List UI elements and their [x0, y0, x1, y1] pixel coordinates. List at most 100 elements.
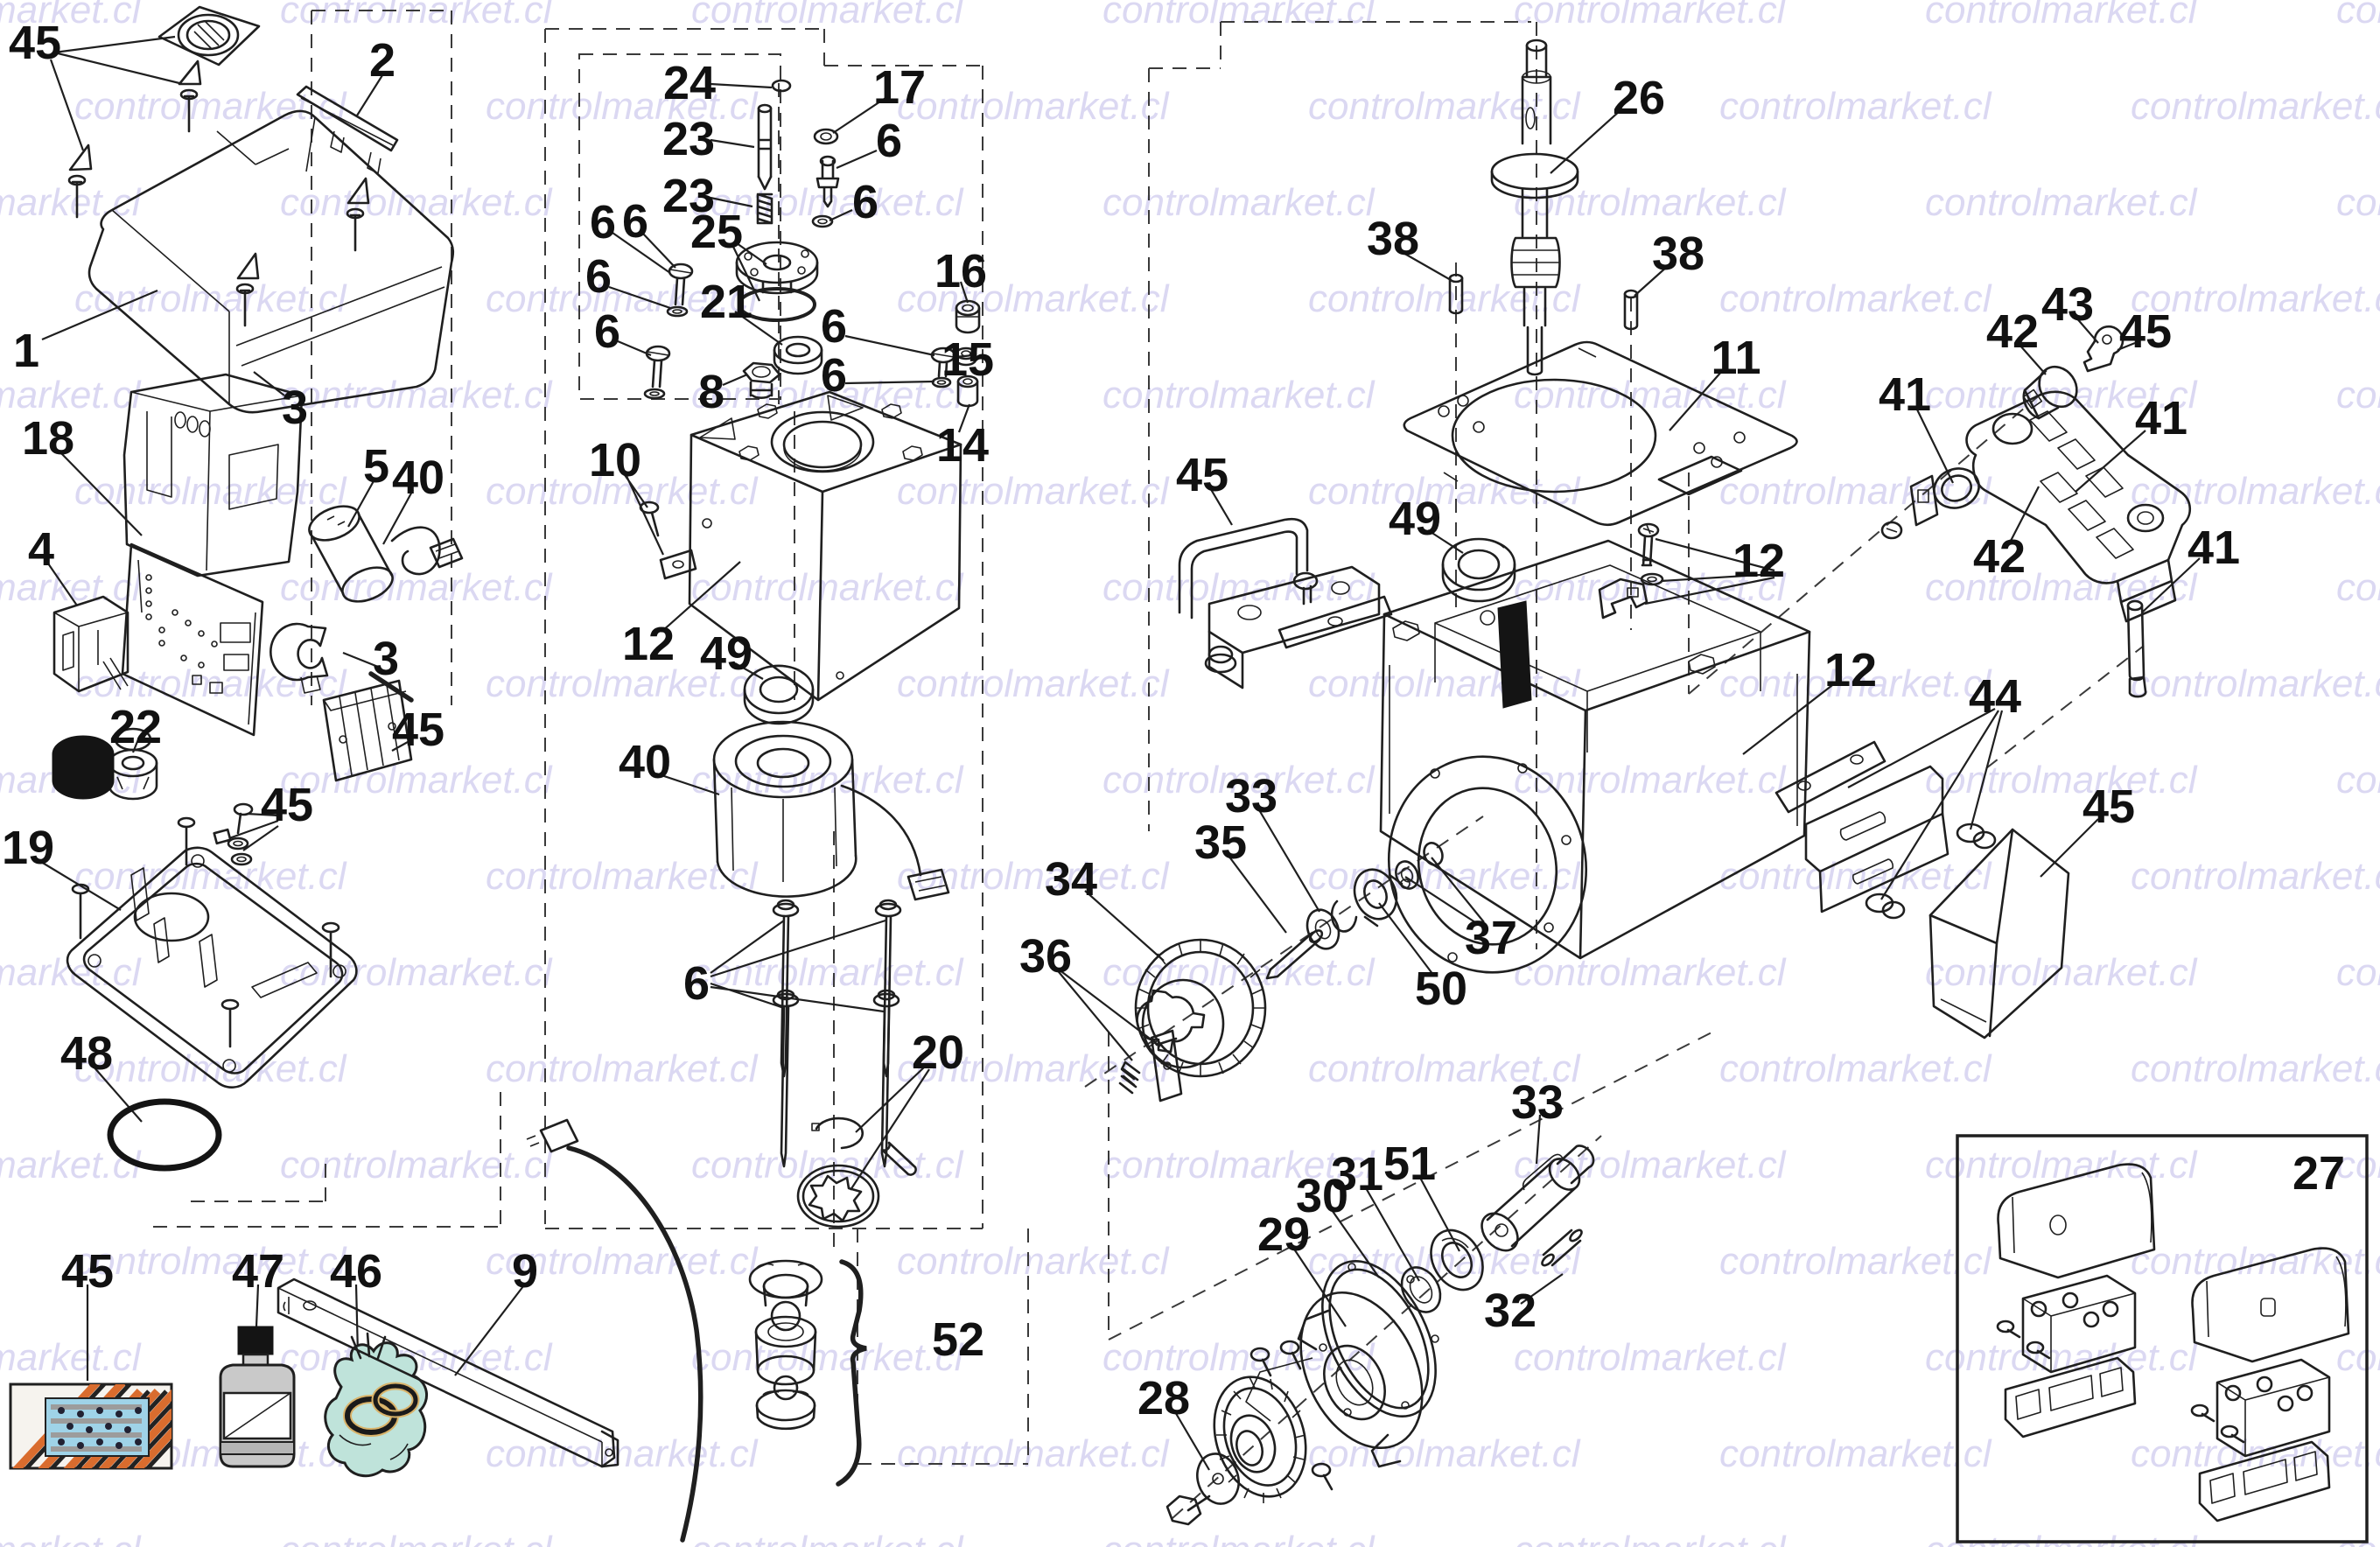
watermark-text: controlmarket.cl — [1925, 1336, 2198, 1379]
watermark-text: controlmarket.cl — [0, 951, 142, 994]
part-29-flange-cover — [1245, 1291, 1424, 1491]
part-28-pinion-washer-bolt — [1166, 1376, 1307, 1526]
part-callout-45: 45 — [2119, 305, 2172, 358]
watermark-text: controlmarket.cl — [1514, 181, 1787, 224]
part-5-capacitor — [308, 505, 394, 603]
part-callout-6: 6 — [594, 305, 620, 358]
watermark-text: controlmarket.cl — [1719, 1432, 1992, 1475]
part-1-top-cover — [88, 109, 455, 414]
watermark-text: controlmarket.cl — [74, 277, 347, 320]
part-callout-50: 50 — [1415, 962, 1467, 1015]
part-callout-6: 6 — [585, 250, 612, 303]
part-10-screw-and-clip — [639, 500, 697, 580]
watermark-text: controlmarket.cl — [74, 855, 347, 898]
part-callout-9: 9 — [512, 1245, 538, 1298]
part-callout-19: 19 — [2, 822, 54, 874]
watermark-text: controlmarket.cl — [1925, 181, 2198, 224]
watermark-text: controlmarket.cl — [0, 0, 142, 32]
watermark-text: controlmarket.cl — [2336, 374, 2380, 416]
part-callout-24: 24 — [663, 57, 716, 109]
part-35-pin — [1265, 929, 1324, 980]
part-callout-35: 35 — [1194, 816, 1247, 869]
part-callout-48: 48 — [60, 1027, 113, 1080]
part-callout-29: 29 — [1257, 1208, 1310, 1261]
part-43-45-key — [2082, 325, 2124, 373]
part-callout-41: 41 — [1879, 368, 1931, 421]
part-19-base-plate — [66, 816, 358, 1088]
watermark-text: controlmarket.cl — [1308, 662, 1581, 705]
part-callout-11: 11 — [1711, 332, 1760, 384]
watermark-text: controlmarket.cl — [1102, 0, 1376, 32]
part-callout-6: 6 — [622, 195, 648, 248]
part-callout-51: 51 — [1383, 1138, 1436, 1190]
watermark-text: controlmarket.cl — [1102, 374, 1376, 416]
watermark-text: controlmarket.cl — [74, 1047, 347, 1090]
watermark-text: controlmarket.cl — [1514, 1336, 1787, 1379]
part-callout-45: 45 — [9, 17, 61, 69]
part-callout-31: 31 — [1331, 1148, 1383, 1200]
part-callout-32: 32 — [1484, 1284, 1536, 1337]
watermark-text: controlmarket.cl — [1102, 181, 1376, 224]
part-8-fitting — [742, 361, 781, 399]
watermark-text: controlmarket.cl — [0, 1336, 142, 1379]
part-21-bushing — [773, 335, 823, 375]
watermark-text: controlmarket.cl — [0, 181, 142, 224]
watermark-text: controlmarket.cl — [280, 0, 553, 32]
part-callout-52: 52 — [932, 1313, 984, 1366]
part-callout-38: 38 — [1652, 228, 1704, 280]
watermark-text: controlmarket.cl — [2131, 85, 2380, 128]
watermark-text: controlmarket.cl — [691, 0, 964, 32]
watermark-text: controlmarket.cl — [1719, 662, 1992, 705]
watermark-text: controlmarket.cl — [74, 470, 347, 513]
watermark-text: controlmarket.cl — [1925, 1529, 2198, 1547]
part-callout-43: 43 — [2041, 278, 2094, 331]
watermark-text: controlmarket.cl — [2336, 1529, 2380, 1547]
watermark-text: controlmarket.cl — [691, 951, 964, 994]
part-callout-6: 6 — [852, 176, 878, 228]
watermark-text: controlmarket.cl — [1308, 1432, 1581, 1475]
watermark-text: controlmarket.cl — [486, 855, 759, 898]
inset-box-27 — [1956, 1134, 2369, 1544]
watermark-text: controlmarket.cl — [486, 1047, 759, 1090]
part-callout-3: 3 — [282, 382, 308, 434]
watermark-text: controlmarket.cl — [1102, 1529, 1376, 1547]
part-49-bearing-right — [1441, 537, 1516, 603]
part-25-release-flange — [735, 241, 819, 322]
watermark-text: controlmarket.cl — [486, 1240, 759, 1283]
watermark-text: controlmarket.cl — [280, 951, 553, 994]
part-45-screw-set — [213, 802, 254, 866]
watermark-text: controlmarket.cl — [486, 1432, 759, 1475]
watermark-text: controlmarket.cl — [2336, 951, 2380, 994]
watermark-text: controlmarket.cl — [1719, 1240, 1992, 1283]
part-callout-49: 49 — [1389, 493, 1441, 545]
part-49-bearing-center — [743, 664, 815, 725]
watermark-text: controlmarket.cl — [897, 470, 1170, 513]
part-callout-40: 40 — [392, 452, 444, 504]
part-callout-6: 6 — [683, 957, 710, 1010]
part-14-sleeve — [956, 374, 979, 408]
part-2-lamp-lens — [296, 85, 399, 174]
part-45-logo-emblem — [158, 5, 261, 66]
limit-stop-assembly-left — [1996, 1163, 2156, 1438]
watermark-text: controlmarket.cl — [1925, 374, 2198, 416]
part-callout-45: 45 — [261, 779, 313, 831]
part-46-spares-bag — [324, 1332, 428, 1478]
watermark-text: controlmarket.cl — [280, 759, 553, 802]
part-callout-23: 23 — [662, 170, 715, 222]
part-callout-15: 15 — [942, 333, 994, 386]
watermark-text: controlmarket.cl — [2131, 1047, 2380, 1090]
part-callout-45: 45 — [1176, 449, 1228, 501]
part-24-o-ring — [771, 79, 792, 93]
watermark-text: controlmarket.cl — [1514, 1529, 1787, 1547]
part-15-nut — [955, 346, 977, 367]
part-52-rotor-assembly — [748, 1259, 867, 1487]
part-17-o-ring — [813, 128, 839, 145]
watermark-text: controlmarket.cl — [280, 1529, 553, 1547]
watermark-text: controlmarket.cl — [691, 1144, 964, 1186]
part-6-washer-a — [811, 214, 834, 228]
watermark-text: controlmarket.cl — [1102, 951, 1376, 994]
watermark-text: controlmarket.cl — [2336, 1144, 2380, 1186]
part-callout-46: 46 — [330, 1245, 382, 1298]
part-6-motor-bolts — [772, 899, 902, 1168]
